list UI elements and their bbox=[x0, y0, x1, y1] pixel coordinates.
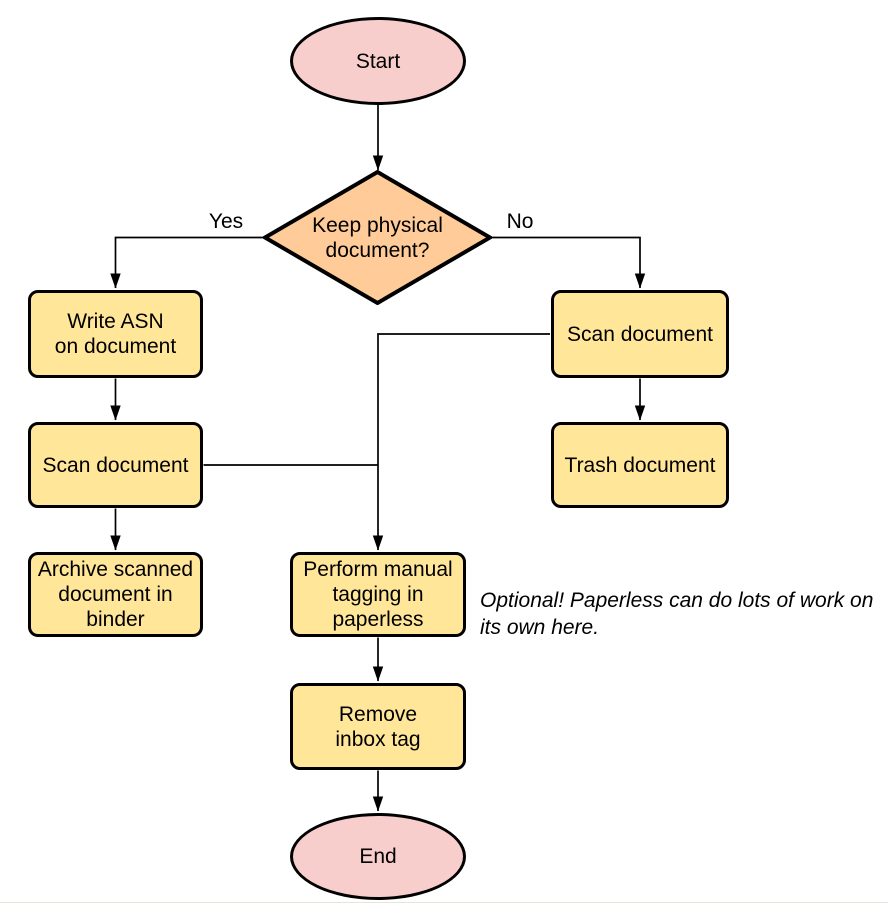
node-remove-inbox-tag: Remove inbox tag bbox=[290, 683, 466, 770]
edge-scan-right-to-tagging bbox=[372, 333, 550, 551]
bottom-divider bbox=[0, 902, 888, 903]
node-write-asn-label: Write ASN on document bbox=[54, 310, 177, 358]
node-trash-document-label: Trash document bbox=[564, 453, 716, 477]
decision-diamond-shape bbox=[263, 170, 492, 305]
edge-decision-yes-to-write-asn bbox=[110, 236, 264, 289]
node-start-label: Start bbox=[355, 49, 401, 73]
node-scan-document-left-label: Scan document bbox=[42, 453, 189, 477]
node-write-asn: Write ASN on document bbox=[28, 290, 203, 378]
node-remove-inbox-tag-label: Remove inbox tag bbox=[335, 702, 421, 751]
node-manual-tagging-label: Perform manual tagging in paperless bbox=[303, 558, 453, 631]
node-end-label: End bbox=[359, 845, 397, 868]
edge-decision-no-to-scan-right bbox=[491, 236, 646, 289]
node-scan-document-right-label: Scan document bbox=[567, 322, 713, 346]
node-end: End bbox=[290, 813, 466, 900]
node-decision-label: Keep physical document? bbox=[312, 213, 443, 262]
node-archive-binder-label: Archive scanned document in binder bbox=[37, 558, 194, 631]
node-scan-document-right: Scan document bbox=[551, 290, 729, 378]
node-scan-document-left: Scan document bbox=[28, 422, 203, 508]
node-start: Start bbox=[290, 17, 466, 105]
node-archive-binder: Archive scanned document in binder bbox=[28, 552, 203, 637]
node-trash-document: Trash document bbox=[551, 422, 729, 508]
edge-label-yes: Yes bbox=[208, 210, 244, 233]
node-manual-tagging: Perform manual tagging in paperless bbox=[290, 552, 466, 637]
annotation-note: Optional! Paperless can do lots of work … bbox=[480, 589, 874, 639]
node-decision: Keep physical document? bbox=[263, 170, 492, 305]
edge-label-no: No bbox=[506, 210, 534, 233]
